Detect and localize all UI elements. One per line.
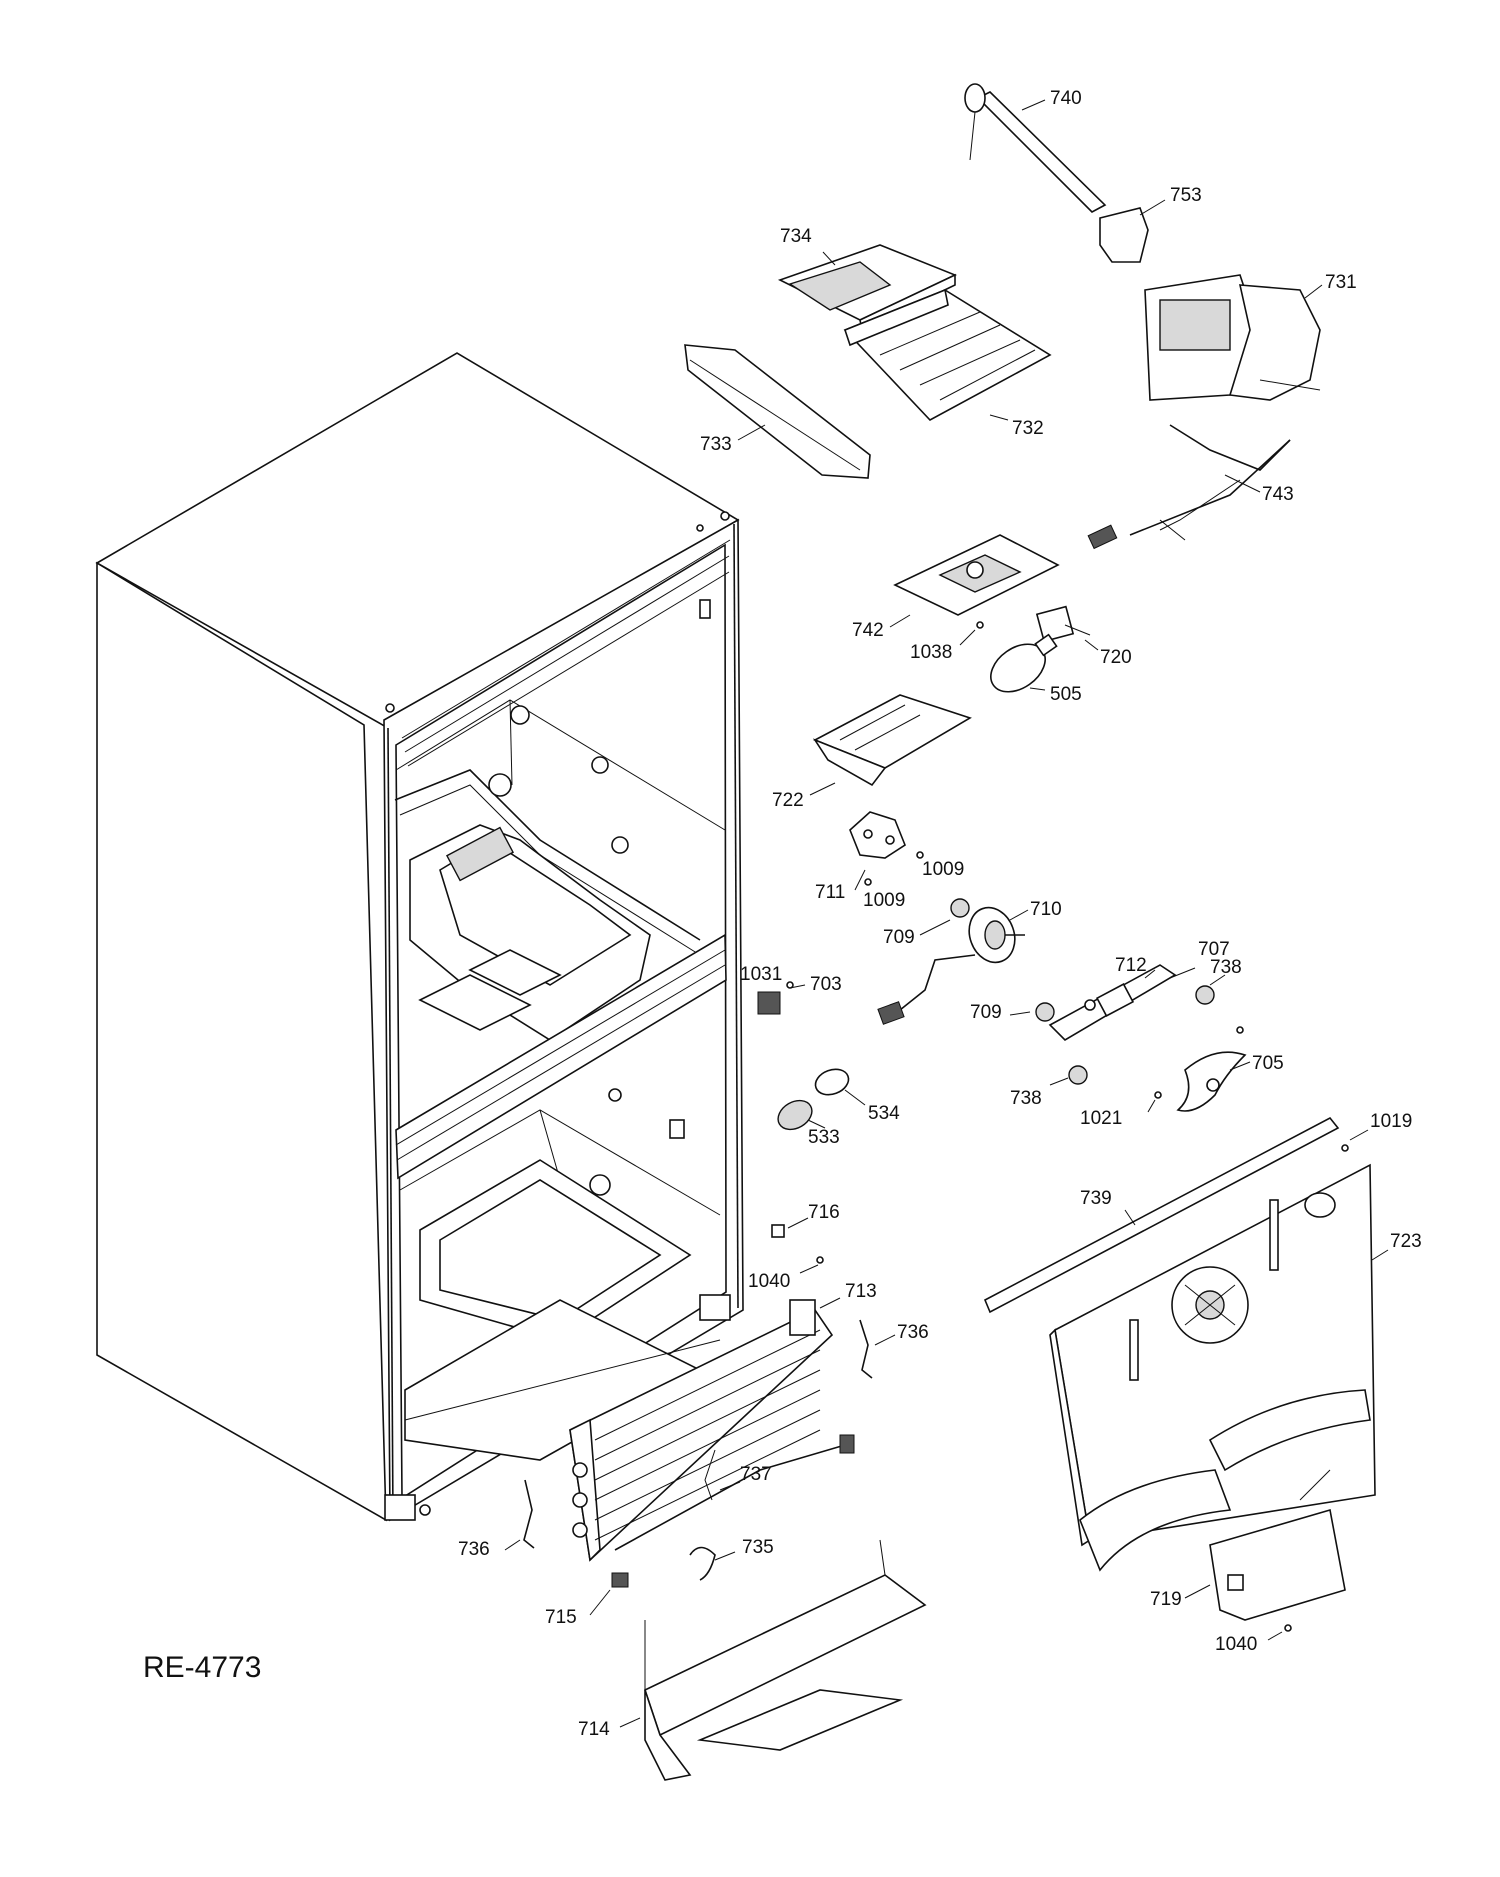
callout-734: 734 — [780, 226, 812, 247]
part-713-evaporator — [569, 1299, 834, 1562]
callout-533: 533 — [808, 1127, 840, 1148]
part-731-ice-maker — [1144, 274, 1321, 401]
callout-703: 703 — [810, 974, 842, 995]
callout-1021: 1021 — [1080, 1108, 1122, 1129]
callout-722: 722 — [772, 790, 804, 811]
part-723-evaporator-cover — [1049, 1163, 1376, 1572]
callout-1009-b: 1009 — [863, 890, 905, 911]
part-722-tray — [812, 694, 972, 787]
callout-737: 737 — [740, 1464, 772, 1485]
callout-753: 753 — [1170, 185, 1202, 206]
callout-710: 710 — [1030, 899, 1062, 920]
part-707-motor-bracket — [1048, 964, 1177, 1042]
callout-labels: 740 753 734 731 733 732 743 742 1038 720… — [458, 88, 1422, 1740]
callout-714: 714 — [578, 1719, 610, 1740]
callout-738-b: 738 — [1010, 1088, 1042, 1109]
callout-738-a: 738 — [1210, 957, 1242, 978]
callout-1009-a: 1009 — [922, 859, 964, 880]
callout-705: 705 — [1252, 1053, 1284, 1074]
part-534-cover — [814, 1068, 850, 1096]
part-716-clip — [771, 1224, 785, 1238]
callout-723: 723 — [1390, 1231, 1422, 1252]
callout-1040-a: 1040 — [748, 1271, 790, 1292]
part-732-shelf — [843, 288, 1052, 421]
callout-709-b: 709 — [970, 1002, 1002, 1023]
callout-733: 733 — [700, 434, 732, 455]
part-735-clip — [689, 1546, 716, 1581]
part-742-light-housing — [893, 534, 1060, 616]
callout-736-b: 736 — [458, 1539, 490, 1560]
part-740-fill-tube — [964, 83, 1107, 213]
callout-715: 715 — [545, 1607, 577, 1628]
part-1021-screw — [1154, 1091, 1162, 1099]
part-720-light-socket — [1035, 605, 1091, 643]
part-719-duct-cover — [1209, 1469, 1346, 1621]
part-753-cup — [1099, 207, 1149, 263]
part-714-drain-pan — [644, 1539, 927, 1781]
leader-lines — [504, 99, 1389, 1728]
part-743-wire-harness — [1087, 424, 1291, 550]
callout-735: 735 — [742, 1537, 774, 1558]
part-1038-screw — [976, 621, 984, 629]
part-709-grommets — [950, 898, 1055, 1022]
part-533-grille — [777, 1099, 813, 1131]
part-1019-screw — [1341, 1144, 1349, 1152]
callout-743: 743 — [1262, 484, 1294, 505]
part-733-rail — [684, 344, 871, 479]
part-1040-screw-a — [816, 1256, 824, 1264]
part-737-heater — [614, 1434, 855, 1551]
callout-719: 719 — [1150, 1589, 1182, 1610]
part-1009-screws — [864, 851, 924, 886]
refrigerator-cabinet — [95, 352, 744, 1522]
callout-707: 707 — [1198, 939, 1230, 960]
part-711-bracket — [849, 811, 906, 859]
part-1040-screw-b — [1284, 1624, 1292, 1632]
callout-720: 720 — [1100, 647, 1132, 668]
callout-1031: 1031 — [740, 964, 782, 985]
part-715-thermostat — [611, 1572, 629, 1588]
part-738-grommets — [1068, 985, 1244, 1085]
callout-716: 716 — [808, 1202, 840, 1223]
callout-711: 711 — [815, 882, 845, 903]
callout-1040-b: 1040 — [1215, 1634, 1257, 1655]
callout-1019: 1019 — [1370, 1111, 1412, 1132]
part-736-clips — [523, 1319, 873, 1549]
part-703-switch — [757, 981, 794, 1015]
callout-736-a: 736 — [897, 1322, 929, 1343]
callout-732: 732 — [1012, 418, 1044, 439]
callout-742: 742 — [852, 620, 884, 641]
callout-731: 731 — [1325, 272, 1357, 293]
callout-740: 740 — [1050, 88, 1082, 109]
callout-739: 739 — [1080, 1188, 1112, 1209]
callout-713: 713 — [845, 1281, 877, 1302]
part-739-seal-strip — [983, 1116, 1340, 1314]
callout-712: 712 — [1115, 955, 1147, 976]
part-505-light-bulb — [990, 633, 1058, 693]
callout-709-a: 709 — [883, 927, 915, 948]
part-710-fan-motor — [877, 906, 1025, 1025]
part-705-fan-blade — [1176, 1051, 1247, 1112]
callout-505: 505 — [1050, 684, 1082, 705]
diagram-caption: RE-4773 — [143, 1651, 261, 1684]
callout-534: 534 — [868, 1103, 900, 1124]
callout-1038: 1038 — [910, 642, 952, 663]
